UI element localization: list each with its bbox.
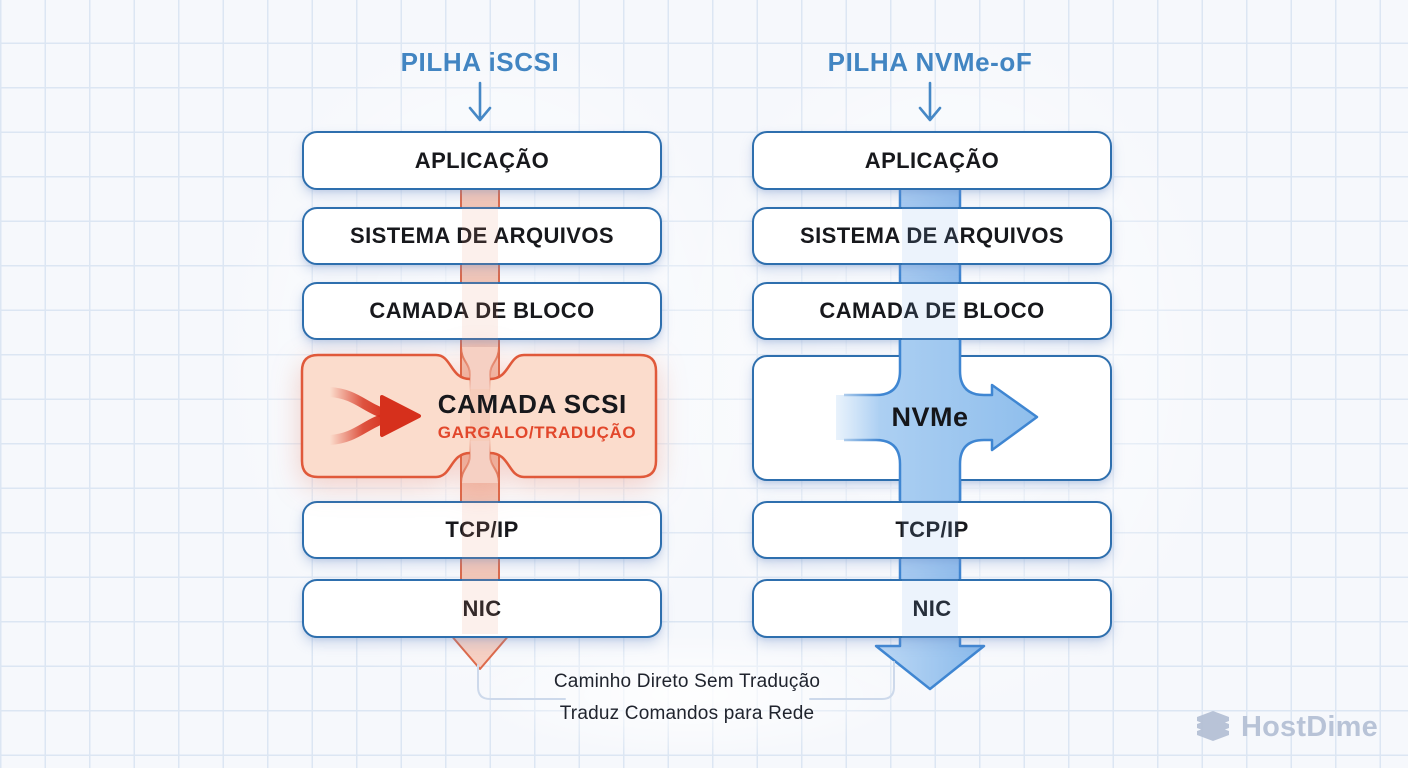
scsi-box-sublabel: GARGALO/TRADUÇÃO <box>437 423 637 442</box>
iscsi-box-camada-de-bloco: CAMADA DE BLOCO <box>302 282 662 340</box>
iscsi-stack-title: PILHA iSCSI <box>400 47 560 77</box>
nvme-box-tcp-ip: TCP/IP <box>752 501 1112 559</box>
box-label: SISTEMA DE ARQUIVOS <box>350 223 614 248</box>
hostdime-logo: HostDime <box>1194 710 1378 744</box>
nvme-title-arrow-icon <box>918 81 942 122</box>
box-label: CAMADA DE BLOCO <box>819 298 1045 323</box>
box-label: NIC <box>912 595 952 621</box>
nvme-box-camada-de-bloco: CAMADA DE BLOCO <box>752 282 1112 340</box>
box-label: APLICAÇÃO <box>864 147 1000 173</box>
nvme-box-label: NVMe <box>891 401 969 432</box>
iscsi-box-aplicacao: APLICAÇÃO <box>302 131 662 190</box>
nvme-box-nic: NIC <box>752 579 1112 638</box>
box-label: APLICAÇÃO <box>414 147 550 173</box>
box-label: TCP/IP <box>445 517 519 542</box>
caption-line-2: Traduz Comandos para Rede <box>559 703 815 724</box>
caption-block: Caminho Direto Sem Tradução Traduz Coman… <box>502 671 872 725</box>
iscsi-box-nic: NIC <box>302 579 662 638</box>
nvme-stack-title: PILHA NVMe-oF <box>827 47 1033 77</box>
box-label: TCP/IP <box>895 517 969 542</box>
nvme-box-aplicacao: APLICAÇÃO <box>752 131 1112 190</box>
bottleneck-arrow-icon <box>324 387 421 445</box>
iscsi-box-sistema-de-arquivos: SISTEMA DE ARQUIVOS <box>302 207 662 265</box>
box-label: NIC <box>462 595 502 621</box>
box-label: SISTEMA DE ARQUIVOS <box>800 223 1064 248</box>
nvme-box-sistema-de-arquivos: SISTEMA DE ARQUIVOS <box>752 207 1112 265</box>
hostdime-stack-icon <box>1197 711 1229 741</box>
hostdime-logo-text: HostDime <box>1241 710 1378 743</box>
caption-line-1: Caminho Direto Sem Tradução <box>553 671 821 692</box>
iscsi-box-tcp-ip: TCP/IP <box>302 501 662 559</box>
iscsi-title-arrow-icon <box>468 81 492 122</box>
scsi-box-content: CAMADA SCSI GARGALO/TRADUÇÃO <box>302 355 658 477</box>
box-label: CAMADA DE BLOCO <box>369 298 595 323</box>
scsi-box-label: CAMADA SCSI <box>437 389 627 419</box>
